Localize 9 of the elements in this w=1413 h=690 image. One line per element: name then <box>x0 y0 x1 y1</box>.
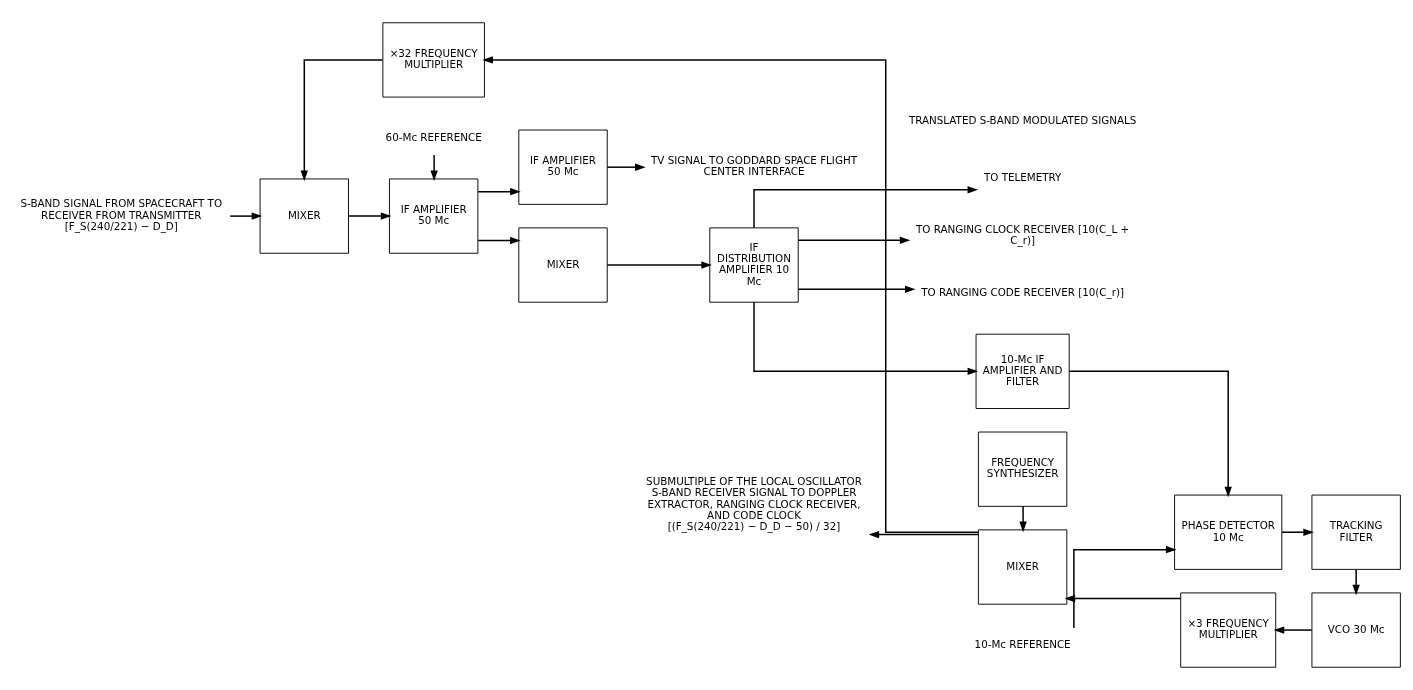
node-text: SUBMULTIPLE OF THE LOCAL OSCILLATOR S-BAND RECEIVER SIGNAL TO DOPPLER EXTRACTOR, RANGING CLOCK RECEIVER, AND CODE CLOCK [(F_S(240/221) − D_D − 50) / 32] <box>646 475 862 533</box>
node-text: TV SIGNAL TO GODDARD SPACE FLIGHT CENTER INTERFACE <box>651 154 858 178</box>
label: TRANSLATED S-BAND MODULATED SIGNALS <box>908 113 1137 126</box>
node-text: TO RANGING CLOCK RECEIVER [10(C_L + C_r)] <box>916 222 1130 247</box>
node-text: 60-Mc REFERENCE <box>385 130 482 143</box>
node-text: S-BAND SIGNAL FROM SPACECRAFT TO RECEIVER FROM TRANSMITTER [F_S(240/221) − D_D] <box>20 197 223 233</box>
node-text: TO TELEMETRY <box>983 171 1062 184</box>
node-text: 10-Mc REFERENCE <box>974 637 1071 650</box>
node-text: TO RANGING CODE RECEIVER [10(C_r)] <box>921 285 1125 298</box>
